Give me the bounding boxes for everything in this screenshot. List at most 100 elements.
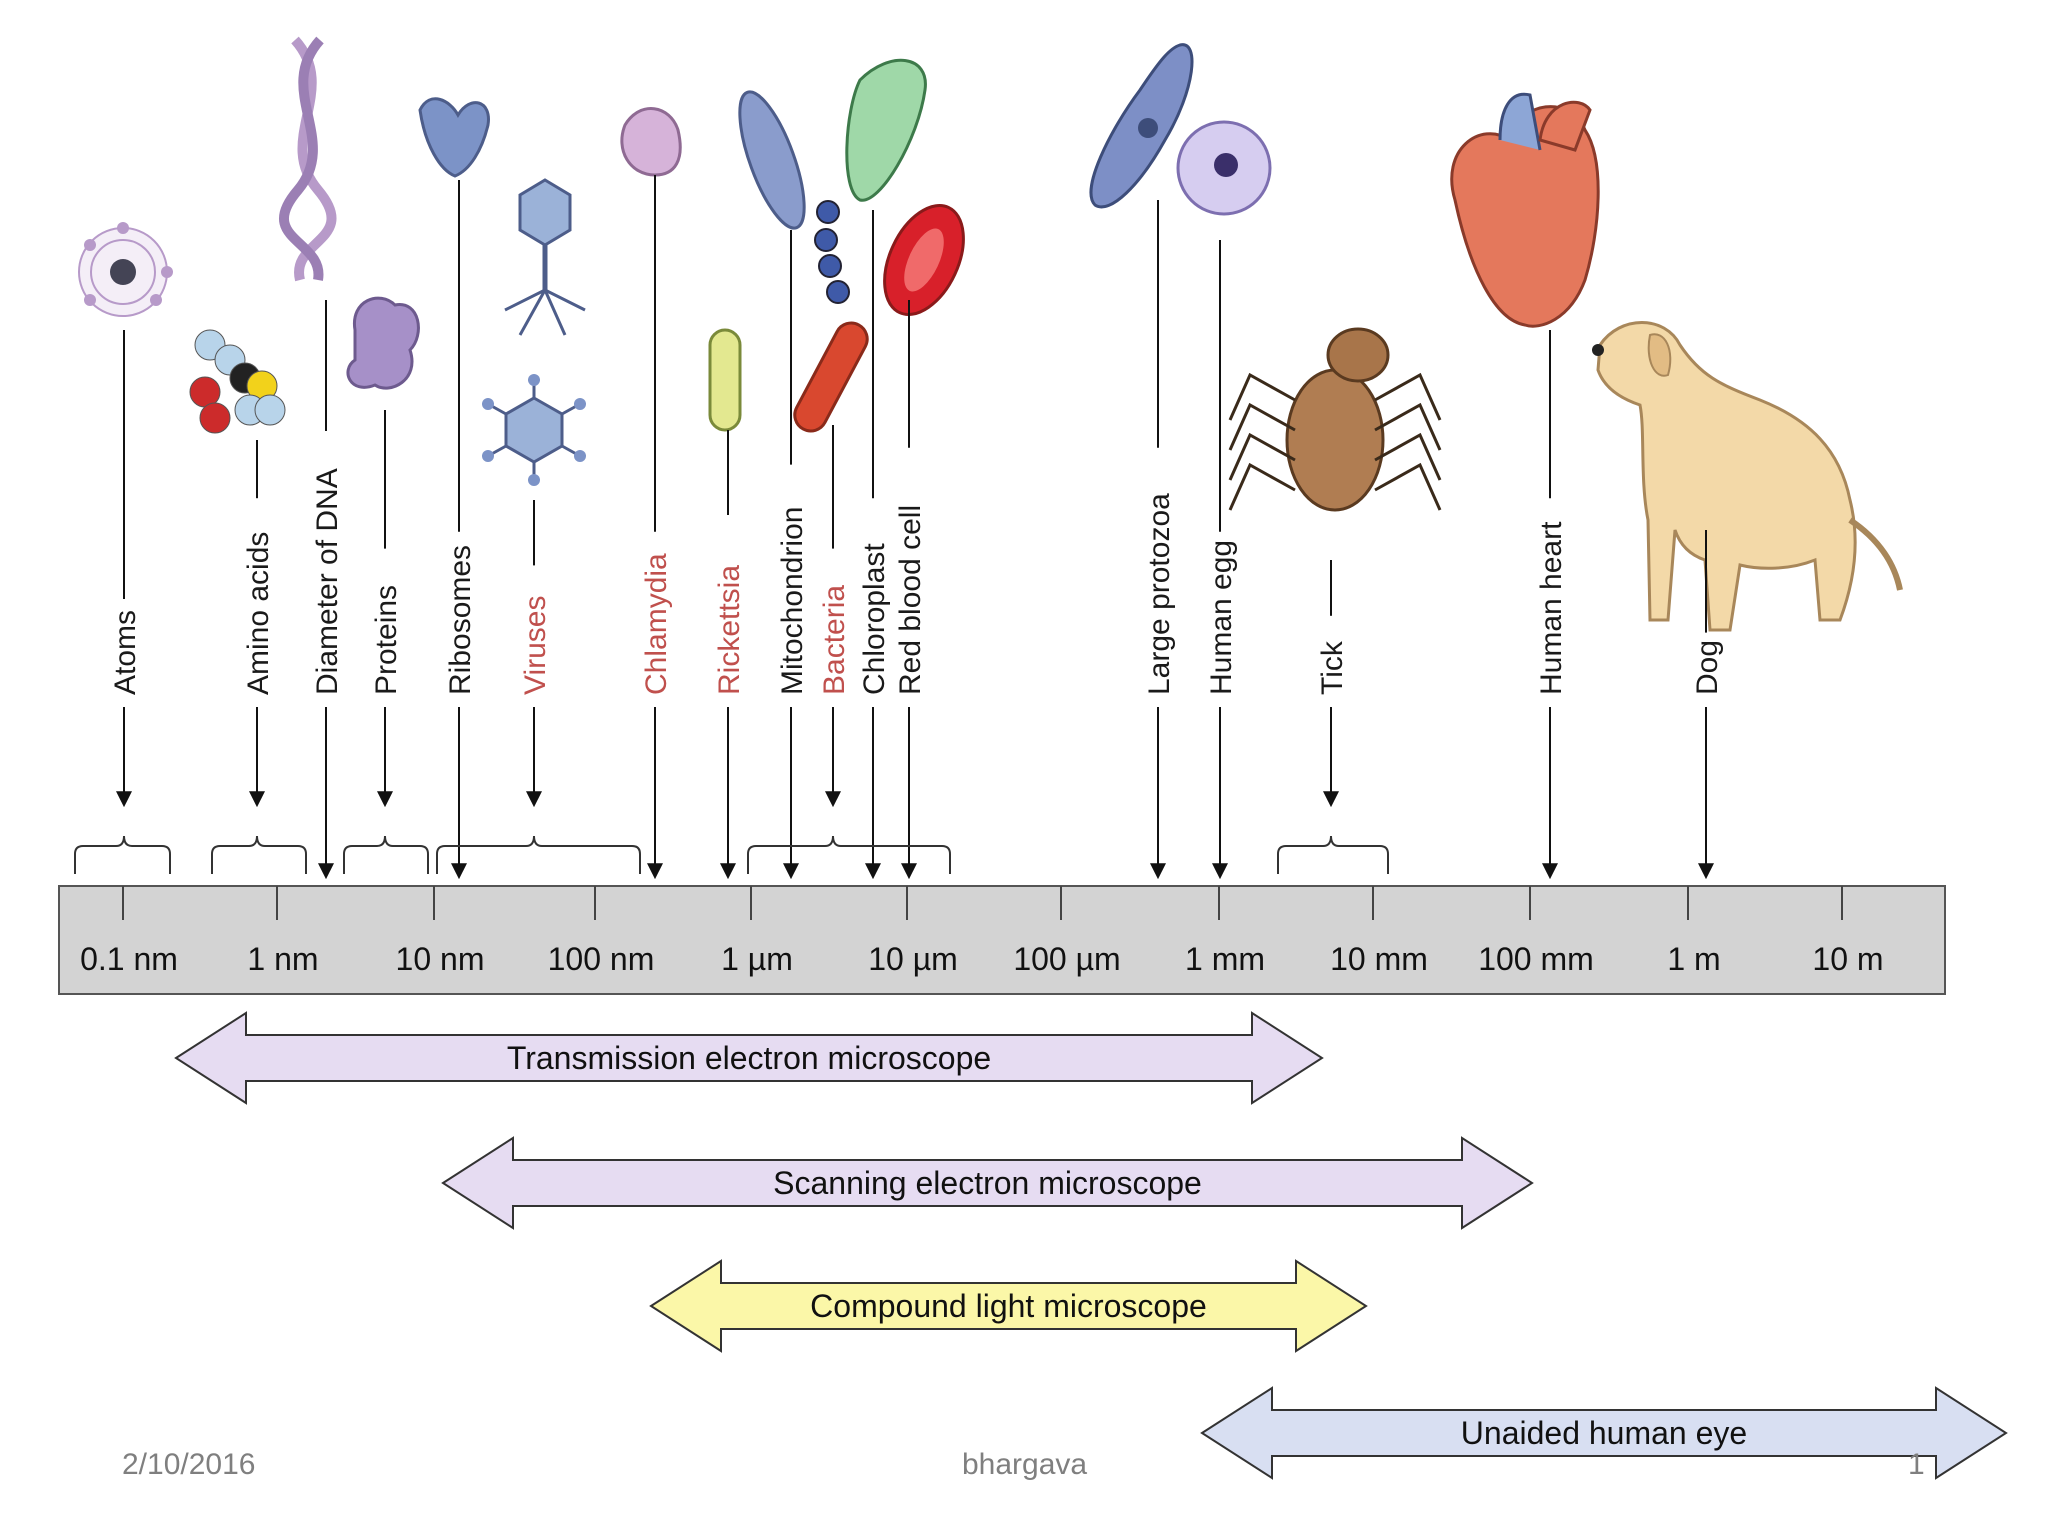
atom-illustration xyxy=(78,222,173,317)
rickettsia-illustration xyxy=(708,328,742,432)
tick-label: 1 nm xyxy=(247,941,318,977)
scale-tick-100-nm: 100 nm xyxy=(548,886,655,977)
leader-arrows xyxy=(74,175,1714,880)
organism-label: Chloroplast xyxy=(858,543,891,695)
organism-label: Tick xyxy=(1316,640,1349,695)
label-bacteria: Bacteria xyxy=(818,585,851,695)
scale-tick-10-m: 10 m xyxy=(1812,886,1884,977)
label-human-egg: Human egg xyxy=(1205,540,1238,695)
range-label: Scanning electron microscope xyxy=(773,1165,1202,1201)
tick-label: 10 nm xyxy=(396,941,485,977)
amino-acid-illustration xyxy=(189,329,286,434)
red-blood-cell-illustration xyxy=(883,204,965,316)
scale-tick-1-m: 1 µm xyxy=(721,886,793,977)
organism-label: Ribosomes xyxy=(444,545,477,695)
chlamydia-illustration xyxy=(620,107,682,177)
human-egg-illustration xyxy=(1176,120,1272,216)
scale-ticks: 0.1 nm 1 nm 10 nm 100 nm 1 µm 10 µm 100 µm 1 mm… xyxy=(80,886,1884,977)
range-arrow-shape xyxy=(441,1136,1534,1230)
label-atoms: Atoms xyxy=(109,610,142,695)
organism-label: Human heart xyxy=(1535,521,1568,695)
chloroplast-illustration xyxy=(845,58,927,202)
protozoa-illustration xyxy=(1089,43,1194,209)
range-arrow-shape xyxy=(649,1259,1368,1353)
dna-illustration xyxy=(279,36,337,282)
label-human-heart: Human heart xyxy=(1535,521,1568,695)
label-chloroplast: Chloroplast xyxy=(858,543,891,695)
ribosome-illustration xyxy=(418,97,490,178)
bracket-bacteria xyxy=(747,835,951,874)
organism-label: Rickettsia xyxy=(713,565,746,695)
tick-label: 100 nm xyxy=(548,941,655,977)
dog-illustration xyxy=(1592,321,1903,632)
tick-illustration xyxy=(1228,327,1442,512)
protein-illustration xyxy=(346,296,420,390)
bracket-tick xyxy=(1277,835,1389,874)
scale-tick-100-m: 100 µm xyxy=(1013,886,1121,977)
bracket-amino-acids xyxy=(211,835,307,874)
scale-tick-100-mm: 100 mm xyxy=(1478,886,1594,977)
label-rickettsia: Rickettsia xyxy=(713,565,746,695)
footer-page-number: 1 xyxy=(1908,1448,1925,1481)
label-diameter-of-dna: Diameter of DNA xyxy=(311,468,344,695)
tick-label: 0.1 nm xyxy=(80,941,178,977)
tick-label: 10 mm xyxy=(1330,941,1428,977)
virus-illustration xyxy=(482,178,586,486)
range-label: Unaided human eye xyxy=(1461,1415,1747,1451)
organism-label: Dog xyxy=(1691,640,1724,695)
bracket-viruses xyxy=(436,835,641,874)
microscope-ranges: Transmission electron microscopeScanning… xyxy=(174,1011,2008,1480)
organism-label: Bacteria xyxy=(818,585,851,695)
scale-tick-1-m: 1 m xyxy=(1667,886,1721,977)
organism-label: Human egg xyxy=(1205,540,1238,695)
label-red-blood-cell: Red blood cell xyxy=(894,505,927,695)
organism-label: Viruses xyxy=(519,596,552,696)
range-label: Transmission electron microscope xyxy=(507,1040,991,1076)
label-mitochondrion: Mitochondrion xyxy=(776,507,809,695)
organism-illustrations xyxy=(78,36,1903,632)
tick-label: 10 m xyxy=(1812,941,1883,977)
scale-tick-10-nm: 10 nm xyxy=(396,886,485,977)
range-arrow-shape xyxy=(1200,1386,2008,1480)
bracket-proteins xyxy=(343,835,429,874)
label-dog: Dog xyxy=(1691,640,1724,695)
range-arrow-shape xyxy=(174,1011,1324,1105)
bacteria-illustration xyxy=(793,200,869,433)
label-viruses: Viruses xyxy=(519,596,552,696)
label-large-protozoa: Large protozoa xyxy=(1143,493,1176,695)
range-compound-light-microscope: Compound light microscope xyxy=(649,1259,1368,1353)
tick-label: 1 mm xyxy=(1185,941,1265,977)
label-proteins: Proteins xyxy=(370,585,403,695)
organism-label: Mitochondrion xyxy=(776,507,809,695)
bracket-atoms xyxy=(74,835,171,874)
label-amino-acids: Amino acids xyxy=(242,532,275,695)
organism-label: Red blood cell xyxy=(894,505,927,695)
scale-tick-10-m: 10 µm xyxy=(868,886,958,977)
label-tick: Tick xyxy=(1316,640,1349,695)
scale-bar: 0.1 nm 1 nm 10 nm 100 nm 1 µm 10 µm 100 µm 1 mm… xyxy=(58,885,1946,995)
scale-tick-10-mm: 10 mm xyxy=(1330,886,1428,977)
scale-tick-0-1-nm: 0.1 nm xyxy=(80,886,178,977)
mitochondrion-illustration xyxy=(738,90,806,230)
organism-label: Amino acids xyxy=(242,532,275,695)
range-scanning-electron-microscope: Scanning electron microscope xyxy=(441,1136,1534,1230)
footer-author: bhargava xyxy=(962,1448,1088,1481)
scale-tick-1-mm: 1 mm xyxy=(1185,886,1265,977)
organism-label: Large protozoa xyxy=(1143,493,1176,695)
tick-label: 1 m xyxy=(1667,941,1720,977)
organism-label: Atoms xyxy=(109,610,142,695)
tick-label: 100 mm xyxy=(1478,941,1594,977)
tick-label: 10 µm xyxy=(868,941,958,977)
tick-label: 1 µm xyxy=(721,941,793,977)
label-ribosomes: Ribosomes xyxy=(444,545,477,695)
label-chlamydia: Chlamydia xyxy=(640,553,673,695)
organism-label: Chlamydia xyxy=(640,553,673,695)
organism-label: Proteins xyxy=(370,585,403,695)
tick-label: 100 µm xyxy=(1013,941,1120,977)
scale-tick-1-nm: 1 nm xyxy=(247,886,319,977)
organism-label: Diameter of DNA xyxy=(311,468,344,695)
footer-date: 2/10/2016 xyxy=(122,1448,256,1481)
range-transmission-electron-microscope: Transmission electron microscope xyxy=(174,1011,1324,1105)
human-heart-illustration xyxy=(1450,92,1600,328)
